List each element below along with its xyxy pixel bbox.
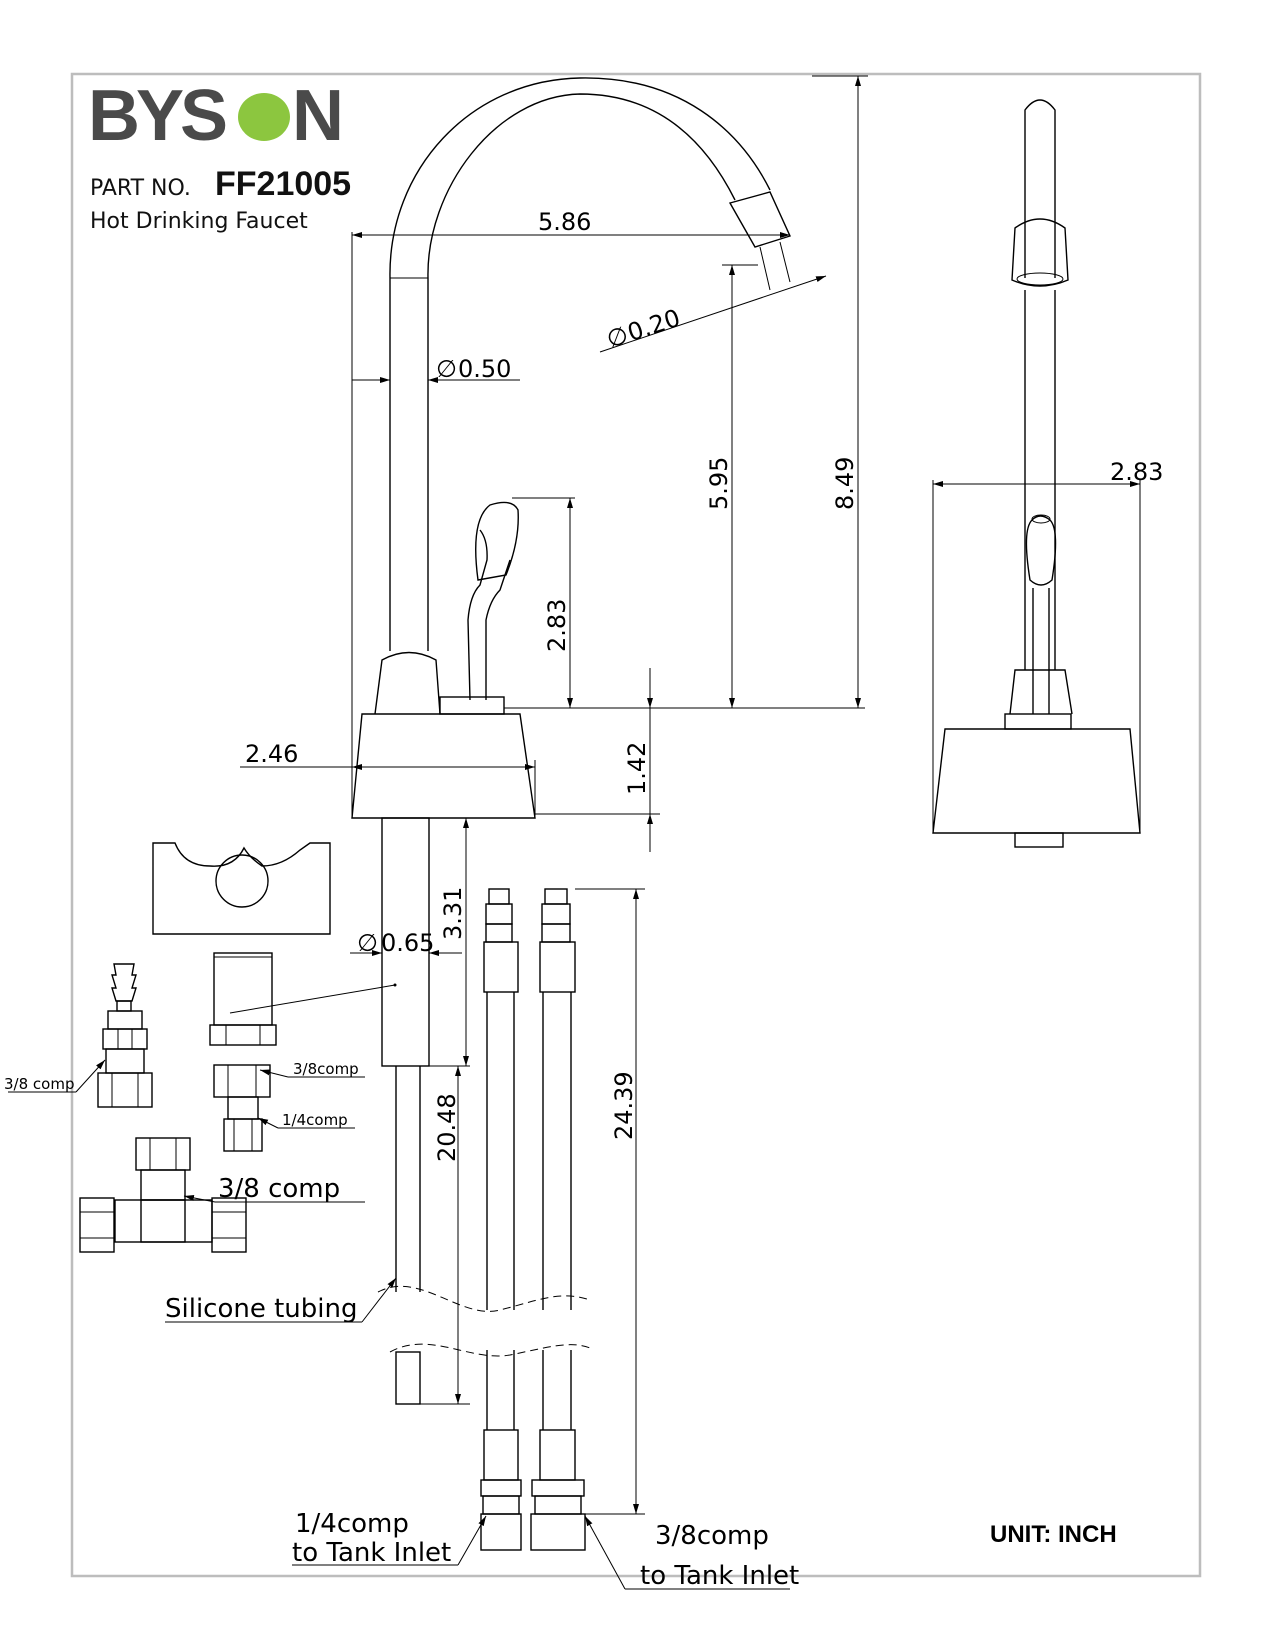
dim-shank-length: 3.31 <box>439 887 467 940</box>
dimension-lines <box>229 75 1141 1515</box>
callout-38-comp-tee: 3/8 comp <box>218 1174 340 1204</box>
dim-tubing-length: 20.48 <box>433 1093 461 1162</box>
callout-14comp-inlet-line2: to Tank Inlet <box>292 1538 451 1568</box>
drawing-border <box>70 72 1202 1578</box>
dim-spout-dia: 0.50 <box>458 355 511 383</box>
callout-38comp-inlet-line1: 3/8comp <box>655 1521 769 1551</box>
byson-logo: BYS N <box>88 76 344 156</box>
dim-spout-height: 5.95 <box>705 457 733 510</box>
logo-text-right: N <box>292 76 344 156</box>
logo-o-dot <box>238 93 290 141</box>
dim-side-width: 2.83 <box>1110 458 1163 486</box>
barb-fitting <box>97 963 153 1108</box>
callout-38-comp-barb: 3/8 comp <box>4 1075 74 1093</box>
adapter-fitting <box>209 952 277 1152</box>
accessories <box>79 842 331 1253</box>
callout-leaders <box>8 1059 790 1590</box>
part-no-label: PART NO. <box>90 176 191 201</box>
callout-38comp-inlet-line2: to Tank Inlet <box>640 1561 799 1591</box>
dia-symbol-spout: ∅ <box>436 355 457 383</box>
callout-38comp-adapter: 3/8comp <box>293 1060 359 1078</box>
dim-base-height: 1.42 <box>623 742 651 795</box>
product-name: Hot Drinking Faucet <box>90 209 308 234</box>
dim-supply-length: 24.39 <box>610 1071 638 1140</box>
dim-base-width: 2.46 <box>245 740 298 768</box>
callout-14comp-inlet-line1: 1/4comp <box>295 1509 409 1539</box>
dim-shank-dia: 0.65 <box>381 929 434 957</box>
faucet-front-view <box>351 77 791 1551</box>
dia-symbol-shank: ∅ <box>357 929 378 957</box>
callout-silicone-tubing: Silicone tubing <box>165 1294 358 1324</box>
faucet-side-view <box>932 99 1141 848</box>
callout-14comp-adapter: 1/4comp <box>282 1111 348 1129</box>
logo-text-left: BYS <box>88 76 226 156</box>
supply-lines <box>480 888 586 1551</box>
dim-aerator-dia: 0.20 <box>624 304 683 347</box>
dim-handle-height: 2.83 <box>543 599 571 652</box>
tee-fitting <box>79 1137 247 1253</box>
dim-overall-height: 8.49 <box>831 457 859 510</box>
dim-spout-reach: 5.86 <box>538 208 591 236</box>
unit-label: UNIT: INCH <box>990 1521 1117 1548</box>
part-number: FF21005 <box>215 165 351 203</box>
